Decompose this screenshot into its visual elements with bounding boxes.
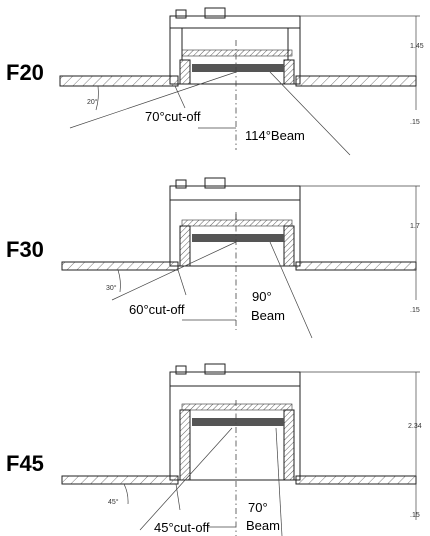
thickness-dimension: .15 xyxy=(410,512,420,519)
beam-label: 114°Beam xyxy=(245,128,305,143)
beam-label: 90° xyxy=(252,289,272,304)
beam-label-line2: Beam xyxy=(246,518,280,533)
beam-line xyxy=(269,71,351,156)
dimension-lines: 2.34 .15 xyxy=(300,371,422,520)
cutoff-label: 60°cut-off xyxy=(129,302,185,317)
thickness-dimension: .15 xyxy=(410,119,420,126)
fixture-housing xyxy=(169,177,301,267)
beam-line xyxy=(275,427,283,536)
figure-label: F30 xyxy=(6,237,44,262)
cutoff-label: 45°cut-off xyxy=(154,520,210,535)
cutoff-line xyxy=(139,427,233,531)
beam-label: 70° xyxy=(248,500,268,515)
angle-arc xyxy=(123,483,129,505)
fixture-housing xyxy=(169,7,301,85)
cutoff-line xyxy=(69,71,237,129)
angle-label: 30° xyxy=(106,284,117,292)
dimension-lines: 1.7 .15 xyxy=(300,185,420,314)
angle-arc xyxy=(117,269,121,293)
figure-f45: F45 45° 45°cut-off 70° Beam 2.34 xyxy=(6,363,422,536)
beam-label-line2: Beam xyxy=(251,308,285,323)
ceiling-section xyxy=(61,475,417,485)
figure-f20: F20 20° 70°cut-off 114°Beam xyxy=(6,7,424,156)
ceiling-section xyxy=(61,261,417,271)
height-dimension: 2.34 xyxy=(408,423,422,430)
height-dimension: 1.7 xyxy=(410,223,420,230)
dimension-lines: 1.45 .15 xyxy=(300,15,424,126)
cutoff-line xyxy=(111,241,237,301)
figure-label: F45 xyxy=(6,451,44,476)
ceiling-section xyxy=(59,75,417,87)
cutoff-label: 70°cut-off xyxy=(145,109,201,124)
thickness-dimension: .15 xyxy=(410,307,420,314)
angle-label: 45° xyxy=(108,498,119,506)
beam-line xyxy=(269,241,313,339)
angle-label: 20° xyxy=(87,98,98,106)
figure-f30: F30 30° 60°cut-off 90° Beam xyxy=(6,177,420,339)
figure-label: F20 xyxy=(6,60,44,85)
angle-arc xyxy=(95,85,99,111)
height-dimension: 1.45 xyxy=(410,43,424,50)
fixture-housing xyxy=(169,363,301,481)
